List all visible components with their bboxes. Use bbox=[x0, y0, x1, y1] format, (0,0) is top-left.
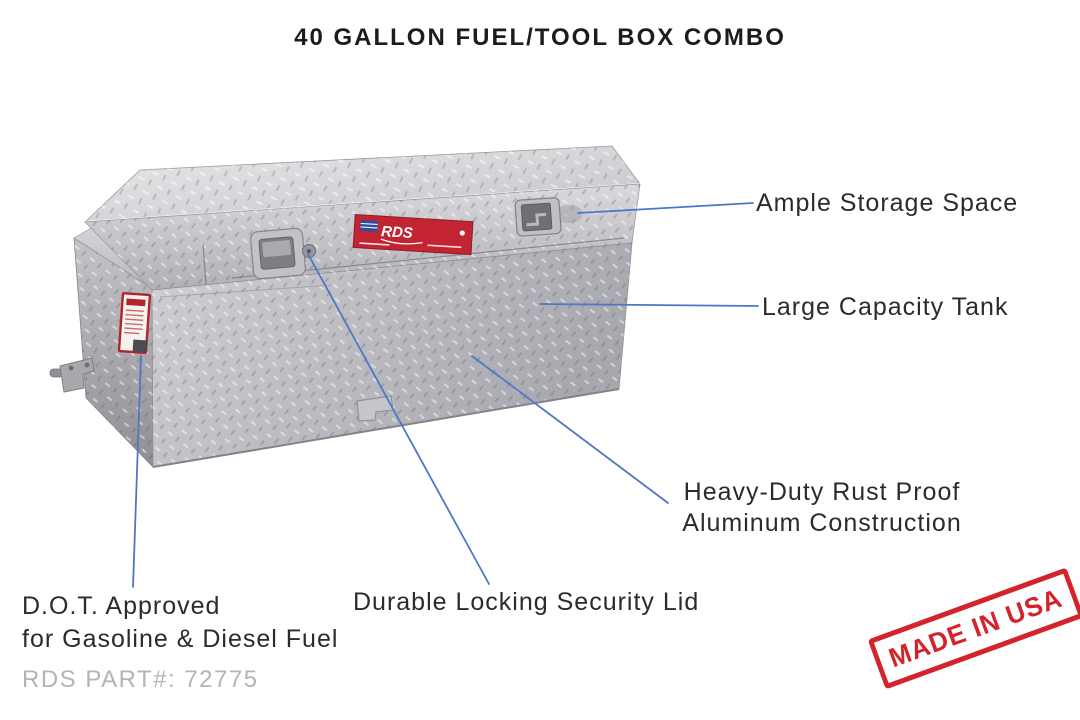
part-number: RDS PART#: 72775 bbox=[22, 666, 259, 693]
callout-durable-lid: Durable Locking Security Lid bbox=[353, 588, 700, 616]
callout-heavy-duty-line2: Aluminum Construction bbox=[682, 509, 962, 537]
panel-slot-line bbox=[202, 243, 207, 285]
callout-heavy-duty-line1: Heavy-Duty Rust Proof bbox=[683, 478, 961, 506]
fuel-toolbox-combo: RDS bbox=[49, 145, 641, 468]
callout-dot-approved-line1: D.O.T. Approved bbox=[22, 592, 221, 620]
flag-icon bbox=[360, 219, 378, 232]
callout-large-capacity: Large Capacity Tank bbox=[762, 293, 1009, 321]
star-icon bbox=[459, 230, 465, 236]
callout-line-ample-storage bbox=[577, 202, 754, 214]
callout-dot-approved: D.O.T. Approved for Gasoline & Diesel Fu… bbox=[22, 590, 338, 656]
callout-lines bbox=[132, 202, 759, 588]
callout-line-durable-lid bbox=[307, 253, 490, 585]
callout-dot-approved-line2: for Gasoline & Diesel Fuel bbox=[22, 625, 339, 653]
callout-ample-storage: Ample Storage Space bbox=[756, 189, 1019, 217]
mounting-bracket bbox=[49, 357, 95, 393]
brand-label: RDS bbox=[352, 213, 474, 256]
callout-heavy-duty: Heavy-Duty Rust Proof Aluminum Construct… bbox=[652, 477, 992, 539]
tank-joint-seam bbox=[159, 284, 333, 298]
left-latch bbox=[250, 227, 307, 280]
brand-label-text: RDS bbox=[381, 223, 414, 242]
callout-line-large-capacity bbox=[539, 303, 759, 307]
page-title: 40 GALLON FUEL/TOOL BOX COMBO bbox=[294, 24, 786, 51]
callout-line-dot-approved bbox=[132, 355, 142, 588]
right-latch bbox=[514, 197, 583, 237]
callout-line-heavy-duty bbox=[471, 355, 669, 504]
dot-warning-label bbox=[117, 292, 152, 355]
bottom-mount-tab bbox=[356, 395, 394, 422]
tank-front-face bbox=[151, 237, 633, 468]
side-sticker bbox=[132, 339, 148, 353]
